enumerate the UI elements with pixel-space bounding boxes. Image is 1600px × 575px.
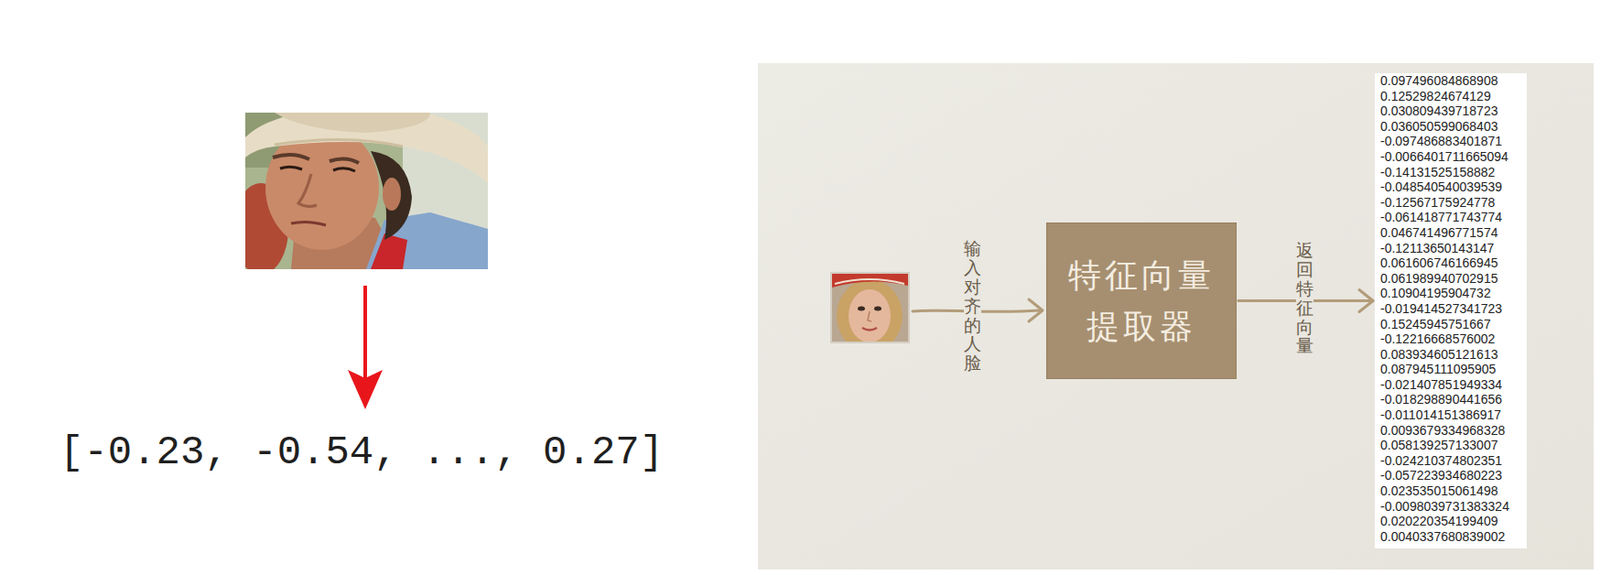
hair: [836, 279, 903, 342]
eye: [874, 306, 882, 312]
hat-brim: [245, 112, 488, 184]
hat-band: [274, 139, 403, 147]
red-arrowhead: [347, 369, 383, 410]
edge-label: 返回特征向量: [1296, 241, 1314, 357]
vector-value: -0.12113650143147: [1380, 240, 1494, 257]
bandana: [832, 273, 909, 288]
eyebrow: [329, 158, 359, 163]
vector-value: -0.011014151386917: [1380, 407, 1502, 423]
mouth: [291, 221, 326, 226]
ear: [382, 177, 401, 211]
vector-value: 0.023535015061498: [1380, 483, 1498, 499]
mouth: [862, 327, 877, 331]
vector-value: 0.12529824674129: [1380, 88, 1492, 105]
vector-value: 0.10904195904732: [1380, 285, 1492, 302]
red-shirt: [370, 233, 408, 270]
vector-value: -0.024210374802351: [1380, 453, 1503, 469]
vector-value: -0.021407851949334: [1380, 377, 1503, 393]
bandana-pattern: [834, 279, 905, 284]
vector-value: -0.019414527341723: [1380, 301, 1503, 317]
vector-value: -0.0098039731383324: [1380, 498, 1510, 515]
vector-value: 0.097496084868908: [1380, 73, 1498, 89]
vector-value: 0.15245945751667: [1380, 316, 1492, 333]
vector-value: 0.046741496771574: [1380, 225, 1498, 241]
vector-value: 0.061989940702915: [1380, 270, 1498, 287]
nose: [298, 173, 317, 207]
vector-value: 0.058139257133007: [1380, 437, 1498, 454]
vector-value: -0.018298890441656: [1380, 391, 1503, 408]
box-title: 特征向量 提取器: [1059, 249, 1223, 353]
eye: [333, 168, 356, 172]
vector-value: 0.083934605121613: [1380, 346, 1498, 363]
hat-crown: [274, 112, 431, 133]
input-arrowhead: [1028, 299, 1043, 322]
vector-value: -0.12216668576002: [1380, 331, 1495, 347]
vector-value: 0.030809439718723: [1380, 103, 1498, 119]
vector-value: -0.048540540039539: [1380, 179, 1503, 195]
vector-value: 0.061606746166945: [1380, 255, 1498, 271]
nose: [867, 311, 872, 322]
hair: [370, 151, 412, 240]
face-photo: [245, 112, 488, 270]
vector-value: 0.0040337680839002: [1380, 529, 1505, 545]
eyebrow: [272, 154, 310, 160]
panel-background: [757, 63, 1594, 570]
vector-value: -0.0066401711665094: [1380, 149, 1509, 165]
vector-value: -0.097486883401871: [1380, 133, 1503, 150]
eye: [280, 166, 303, 170]
vector-value: 0.087945111095905: [1380, 361, 1496, 378]
vector-value: -0.057223934680223: [1380, 467, 1503, 484]
vector-list: 0.0974960848689080.125298246741290.03080…: [1374, 73, 1527, 549]
eye: [857, 306, 865, 312]
vector-text: [-0.23, -0.54, ..., 0.27]: [59, 430, 664, 475]
vector-value: 0.036050599068403: [1380, 118, 1498, 135]
vector-value: 0.020220354199409: [1380, 513, 1498, 530]
denim-collar: [366, 212, 488, 270]
vertical-label: 输入对齐的人脸: [963, 239, 982, 374]
aligned-face-photo: [832, 273, 909, 342]
connector-arrowhead: [1359, 290, 1373, 313]
extractor-box: 特征向量 提取器: [1046, 222, 1237, 379]
vector-value: 0.0093679334968328: [1380, 422, 1505, 439]
red-arrow: [363, 285, 368, 387]
face: [848, 289, 891, 342]
vector-value: -0.14131525158882: [1380, 164, 1495, 181]
vector-value: -0.12567175924778: [1380, 194, 1495, 211]
vector-value: -0.061418771743774: [1380, 209, 1503, 226]
